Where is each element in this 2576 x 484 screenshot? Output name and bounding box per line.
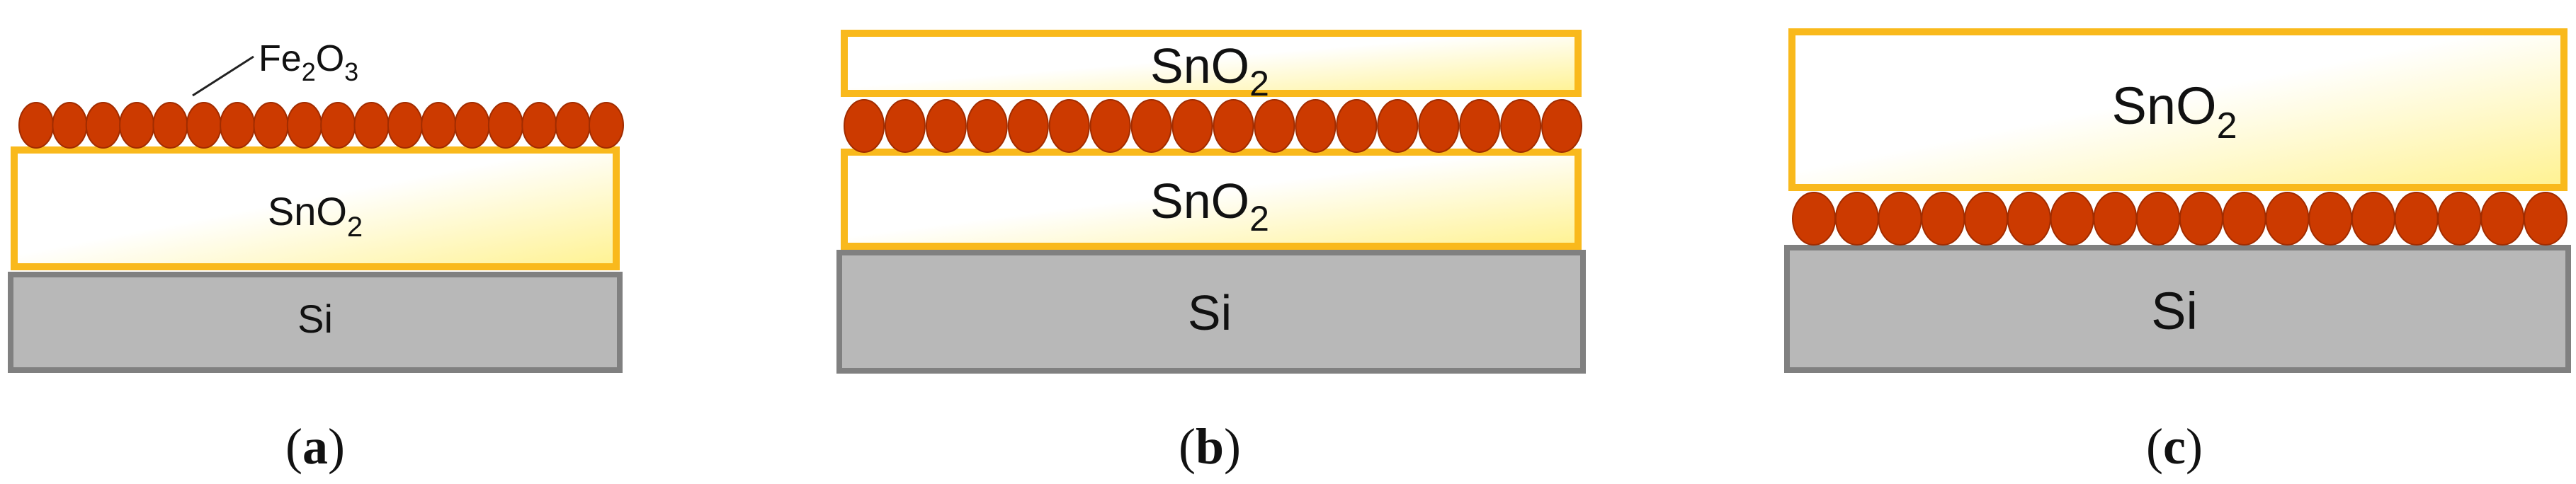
fe2o3-nanoparticle (152, 102, 188, 149)
fe2o3-nanoparticle (844, 99, 885, 153)
panel-a-caption: (a) (285, 418, 345, 475)
fe2o3-nanoparticle (2050, 192, 2094, 246)
fe2o3-nanoparticle (119, 102, 155, 149)
fe2o3-nanoparticle (1007, 99, 1049, 153)
sno2-top-label: SnO2 (1150, 38, 1269, 103)
fe2o3-nanoparticle (2093, 192, 2138, 246)
fe2o3-nanoparticle (1171, 99, 1213, 153)
fe2o3-nanoparticle (320, 102, 356, 149)
panel-c-caption: (c) (2146, 418, 2203, 475)
fe2o3-nanoparticle (1377, 99, 1419, 153)
sno2-layer (1788, 28, 2568, 191)
si-label: Si (1188, 285, 1232, 340)
fe2o3-nanoparticle (2394, 192, 2439, 246)
fe2o3-nanoparticle (2524, 192, 2568, 246)
fe2o3-nanoparticle (1834, 192, 1879, 246)
fe2o3-nanoparticle (2351, 192, 2395, 246)
fe2o3-nanoparticle (487, 102, 523, 149)
fe2o3-nanoparticle (1254, 99, 1295, 153)
fe2o3-nanoparticle-layer (1792, 192, 2568, 246)
fe2o3-nanoparticle (186, 102, 222, 149)
fe2o3-nanoparticle (52, 102, 88, 149)
fe2o3-nanoparticle (1792, 192, 1836, 246)
sno2-label: SnO2 (268, 189, 363, 243)
fe2o3-nanoparticle (1541, 99, 1582, 153)
fe2o3-nanoparticle (1048, 99, 1090, 153)
si-substrate (8, 272, 623, 373)
sno2-layer (11, 146, 620, 270)
fe2o3-nanoparticle (555, 102, 591, 149)
sno2-label: SnO2 (2112, 76, 2237, 146)
fe2o3-nanoparticle (1418, 99, 1460, 153)
fe2o3-label: Fe2O3 (259, 38, 358, 86)
fe2o3-nanoparticle (2007, 192, 2051, 246)
si-label: Si (2151, 282, 2198, 340)
fe2o3-nanoparticle (2179, 192, 2223, 246)
fe2o3-nanoparticle (589, 102, 624, 149)
si-substrate (1784, 245, 2571, 373)
fe2o3-nanoparticle (220, 102, 256, 149)
sno2-bottom-layer (841, 149, 1582, 250)
panel-b: Si SnO2 SnO2 (b) (836, 30, 1586, 475)
panel-a: Si SnO2 Fe2O3 (a) (8, 38, 624, 475)
fe2o3-nanoparticle (1500, 99, 1542, 153)
fe2o3-nanoparticle (2480, 192, 2525, 246)
panel-c: Si SnO2 (c) (1784, 28, 2571, 475)
fe2o3-nanoparticle (253, 102, 289, 149)
fe2o3-nanoparticle (2437, 192, 2482, 246)
fe2o3-nanoparticle (966, 99, 1008, 153)
fe2o3-pointer-line (192, 55, 254, 97)
sno2-top-layer (841, 30, 1582, 97)
fe2o3-nanoparticle (2222, 192, 2266, 246)
fe2o3-nanoparticle (1878, 192, 1922, 246)
fe2o3-nanoparticle (2136, 192, 2181, 246)
fe2o3-nanoparticle (421, 102, 457, 149)
fe2o3-nanoparticle (1089, 99, 1131, 153)
si-substrate (836, 250, 1586, 374)
fe2o3-nanoparticle (387, 102, 423, 149)
fe2o3-nanoparticle-layer (18, 102, 624, 149)
fe2o3-nanoparticle-layer (844, 99, 1582, 153)
sno2-bottom-label: SnO2 (1150, 173, 1269, 238)
si-label: Si (297, 296, 333, 341)
fe2o3-nanoparticle (2265, 192, 2310, 246)
fe2o3-nanoparticle (1964, 192, 2009, 246)
fe2o3-nanoparticle (1921, 192, 1965, 246)
fe2o3-nanoparticle (85, 102, 121, 149)
fe2o3-nanoparticle (521, 102, 557, 149)
panel-b-caption: (b) (1179, 418, 1241, 475)
fe2o3-nanoparticle (1295, 99, 1337, 153)
fe2o3-nanoparticle (1336, 99, 1378, 153)
fe2o3-nanoparticle (286, 102, 322, 149)
fe2o3-nanoparticle (925, 99, 967, 153)
fe2o3-nanoparticle (454, 102, 490, 149)
fe2o3-nanoparticle (353, 102, 390, 149)
fe2o3-nanoparticle (1213, 99, 1254, 153)
fe2o3-nanoparticle (1459, 99, 1501, 153)
fe2o3-nanoparticle (884, 99, 926, 153)
fe2o3-nanoparticle (2308, 192, 2353, 246)
fe2o3-nanoparticle (18, 102, 54, 149)
fe2o3-nanoparticle (1130, 99, 1172, 153)
